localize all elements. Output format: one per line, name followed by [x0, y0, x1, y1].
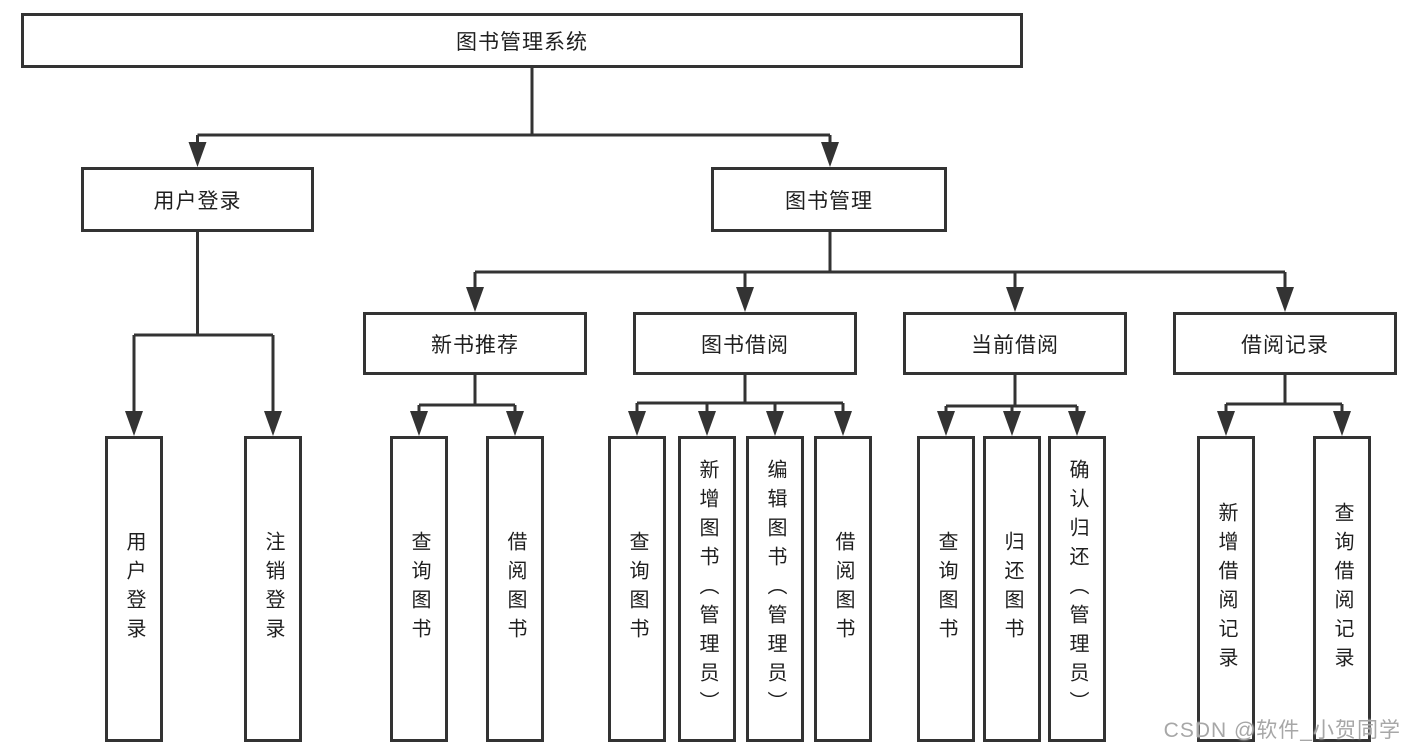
- leaf-borrow-books-recommend-label: 借阅图书: [504, 531, 526, 647]
- leaf-add-books-admin-label: 新增图书（管理员）: [696, 458, 718, 720]
- leaf-query-books-recommend: 查询图书: [390, 436, 448, 742]
- leaf-borrow-books: 借阅图书: [814, 436, 872, 742]
- node-book-management: 图书管理: [711, 167, 947, 232]
- node-root: 图书管理系统: [21, 13, 1023, 68]
- leaf-query-books-current-label: 查询图书: [935, 531, 957, 647]
- leaf-confirm-return-admin: 确认归还（管理员）: [1048, 436, 1106, 742]
- leaf-user-login-label: 用户登录: [123, 531, 145, 647]
- node-borrow-records: 借阅记录: [1173, 312, 1397, 375]
- leaf-query-borrow-record: 查询借阅记录: [1313, 436, 1371, 742]
- leaf-query-borrow-record-label: 查询借阅记录: [1331, 502, 1353, 676]
- watermark: CSDN @软件_小贺同学: [1163, 719, 1401, 742]
- node-user-login-label: 用户登录: [153, 189, 242, 213]
- arrowheads: [125, 142, 1351, 436]
- node-root-label: 图书管理系统: [456, 30, 588, 54]
- leaf-query-books-borrow: 查询图书: [608, 436, 666, 742]
- node-book-borrow-label: 图书借阅: [701, 333, 789, 357]
- leaf-query-books-recommend-label: 查询图书: [408, 531, 430, 647]
- leaf-query-books-current: 查询图书: [917, 436, 975, 742]
- leaf-add-borrow-record-label: 新增借阅记录: [1215, 502, 1237, 676]
- node-new-book-recommend-label: 新书推荐: [431, 333, 519, 357]
- node-borrow-records-label: 借阅记录: [1241, 333, 1329, 357]
- leaf-query-books-borrow-label: 查询图书: [626, 531, 648, 647]
- leaf-borrow-books-label: 借阅图书: [832, 531, 854, 647]
- node-book-borrow: 图书借阅: [633, 312, 857, 375]
- leaf-edit-books-admin-label: 编辑图书（管理员）: [764, 458, 786, 720]
- leaf-edit-books-admin: 编辑图书（管理员）: [746, 436, 804, 742]
- leaf-user-login: 用户登录: [105, 436, 163, 742]
- leaf-logout-label: 注销登录: [262, 531, 284, 647]
- node-user-login: 用户登录: [81, 167, 314, 232]
- node-current-borrow: 当前借阅: [903, 312, 1127, 375]
- leaf-return-books: 归还图书: [983, 436, 1041, 742]
- leaf-logout: 注销登录: [244, 436, 302, 742]
- leaf-borrow-books-recommend: 借阅图书: [486, 436, 544, 742]
- leaf-confirm-return-admin-label: 确认归还（管理员）: [1066, 458, 1088, 720]
- node-current-borrow-label: 当前借阅: [971, 333, 1059, 357]
- node-new-book-recommend: 新书推荐: [363, 312, 587, 375]
- leaf-add-borrow-record: 新增借阅记录: [1197, 436, 1255, 742]
- leaf-return-books-label: 归还图书: [1001, 531, 1023, 647]
- leaf-add-books-admin: 新增图书（管理员）: [678, 436, 736, 742]
- node-book-management-label: 图书管理: [785, 189, 873, 213]
